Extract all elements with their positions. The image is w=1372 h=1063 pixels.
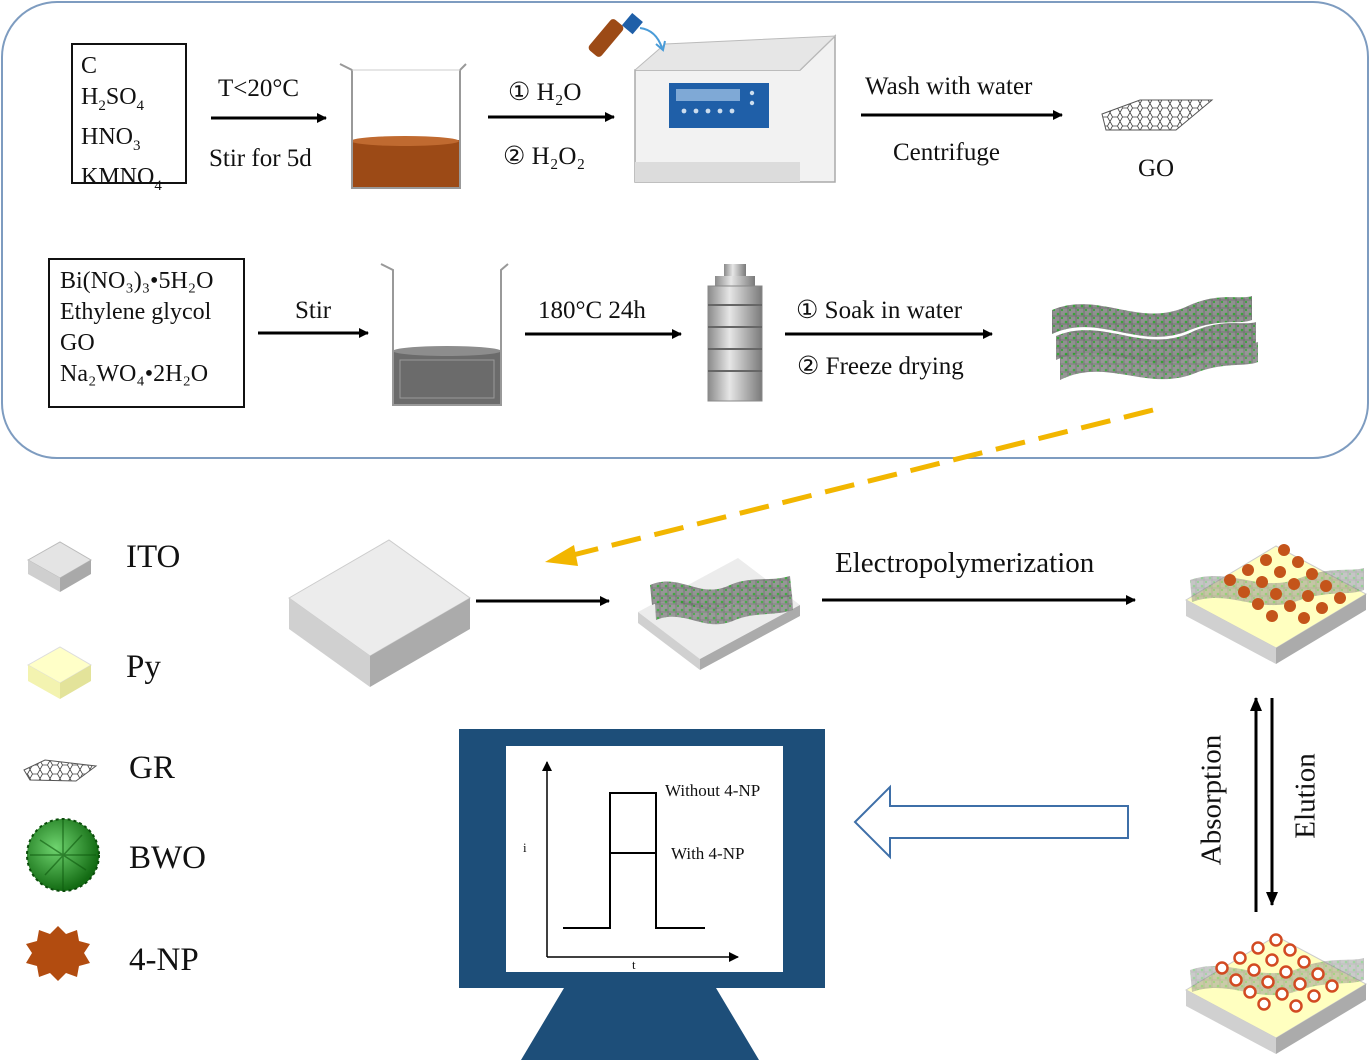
dashed-transfer-arrow bbox=[564, 407, 1154, 560]
legend-ito-label: ITO bbox=[126, 539, 181, 575]
bwo-sphere-icon bbox=[26, 818, 100, 892]
reagent-go: GO bbox=[60, 330, 95, 356]
go-reagents-box: C H2SO4 HNO3 KMNO4 bbox=[71, 43, 187, 193]
beaker-gray-icon bbox=[380, 263, 509, 406]
chart-x-label: t bbox=[632, 957, 636, 972]
composite-reagents-box: Bi(NO₃)₃•5H₂O Ethylene glycol GO Na₂WO₄•… bbox=[48, 258, 245, 408]
step-stir-label: Stir bbox=[295, 297, 332, 324]
py-slab-icon bbox=[26, 646, 92, 699]
reagent-h2so4: H2SO4 bbox=[81, 84, 145, 114]
reagent-hno3: HNO3 bbox=[81, 123, 141, 154]
step-wash-label: Wash with water bbox=[865, 73, 1033, 100]
absorption-label: Absorption bbox=[1195, 734, 1228, 866]
electropolymerization-label: Electropolymerization bbox=[835, 547, 1095, 579]
legend-4np-label: 4-NP bbox=[129, 942, 199, 978]
signal-chart bbox=[542, 761, 739, 962]
4np-star-icon bbox=[26, 926, 90, 981]
beaker-brown-icon bbox=[339, 63, 467, 189]
reagent-c: C bbox=[81, 53, 98, 79]
without-4np-label: Without 4-NP bbox=[665, 781, 761, 800]
step-h2o-label: ① H₂O bbox=[508, 79, 582, 106]
centrifuge-icon bbox=[634, 34, 837, 183]
go-product-label: GO bbox=[1138, 155, 1175, 182]
reagent-ethylene-glycol: Ethylene glycol bbox=[60, 299, 212, 325]
imprinted-electrode-empty bbox=[1184, 933, 1368, 1054]
test-tube-icon bbox=[588, 12, 666, 57]
step-freeze-dry-label: ② Freeze drying bbox=[797, 353, 964, 380]
reagent-kmno4: KMNO4 bbox=[81, 163, 162, 194]
step-temperature-label: T<20°C bbox=[218, 75, 300, 102]
signal-hollow-arrow bbox=[853, 784, 1129, 860]
autoclave-icon bbox=[707, 264, 763, 402]
elution-label: Elution bbox=[1289, 753, 1322, 839]
legend-gr-label: GR bbox=[129, 750, 175, 786]
step-h2o2-label: ② H₂O₂ bbox=[503, 143, 586, 170]
legend-bwo-label: BWO bbox=[129, 840, 206, 876]
step-centrifuge-label: Centrifuge bbox=[893, 139, 1000, 166]
go-sheet-icon bbox=[1101, 99, 1214, 131]
with-4np-label: With 4-NP bbox=[671, 844, 745, 863]
ito-with-composite bbox=[638, 558, 800, 670]
chart-y-label: i bbox=[523, 840, 527, 855]
graphene-sheet-icon bbox=[23, 759, 98, 782]
legend-py-label: Py bbox=[126, 649, 161, 685]
step-stir-5d-label: Stir for 5d bbox=[209, 145, 312, 172]
reagent-sodium-tungstate: Na₂WO₄•2H₂O bbox=[60, 361, 209, 387]
ito-electrode bbox=[288, 539, 471, 687]
monitor-icon bbox=[459, 729, 825, 1060]
imprinted-electrode-full bbox=[1184, 544, 1368, 664]
dashed-arrow-head bbox=[545, 545, 578, 566]
ito-slab-icon bbox=[26, 541, 92, 592]
reagent-bismuth-nitrate: Bi(NO₃)₃•5H₂O bbox=[60, 268, 214, 294]
step-soak-label: ① Soak in water bbox=[796, 297, 963, 324]
composite-sheets-icon bbox=[1052, 296, 1258, 380]
step-hydrothermal-label: 180°C 24h bbox=[538, 297, 646, 324]
curve-without-4np bbox=[563, 792, 705, 929]
